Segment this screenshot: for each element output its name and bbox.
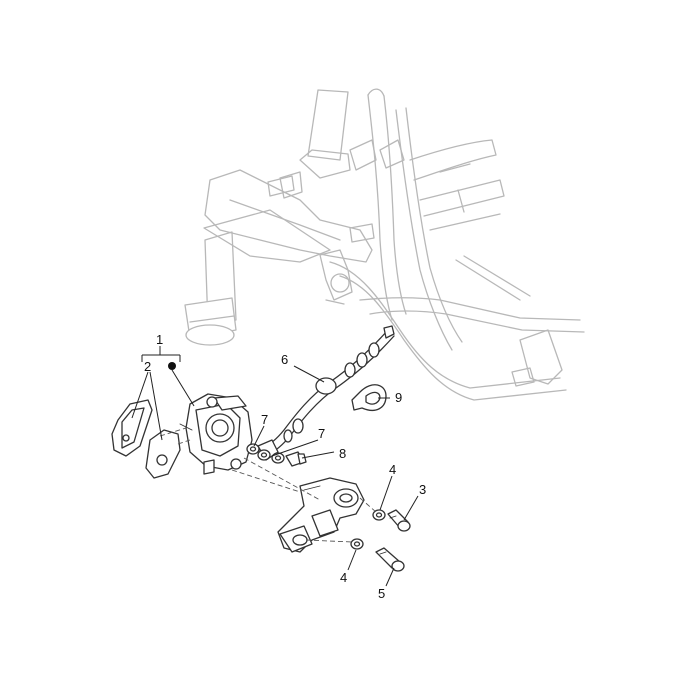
screw-upper	[387, 509, 411, 532]
brake-pads	[111, 399, 181, 479]
copper-washers	[246, 443, 285, 464]
scooter-frame-ghost	[184, 88, 585, 401]
brake-caliper	[179, 393, 253, 475]
callout-2: 2	[144, 359, 151, 374]
callout-7-lower: 7	[318, 426, 325, 441]
screw-lower	[375, 547, 405, 572]
flat-washers	[350, 509, 386, 550]
new-part-dot-marker	[168, 362, 176, 370]
callout-7-upper: 7	[261, 412, 268, 427]
hose-clamp	[351, 384, 387, 411]
callout-5: 5	[378, 586, 385, 601]
brake-hose	[257, 325, 395, 461]
callout-1: 1	[156, 332, 163, 347]
callout-6: 6	[281, 352, 288, 367]
callout-labels: 1 2 3 4 4 5 6 7 7 8 9	[144, 332, 426, 601]
leader-lines	[131, 346, 419, 587]
bleed-screw	[285, 451, 307, 467]
callout-3: 3	[419, 482, 426, 497]
assembly-lines	[159, 427, 377, 543]
callout-4-lower: 4	[340, 570, 347, 585]
callout-4-upper: 4	[389, 462, 396, 477]
callout-8: 8	[339, 446, 346, 461]
callout-9: 9	[395, 390, 402, 405]
caliper-bracket	[277, 477, 365, 553]
